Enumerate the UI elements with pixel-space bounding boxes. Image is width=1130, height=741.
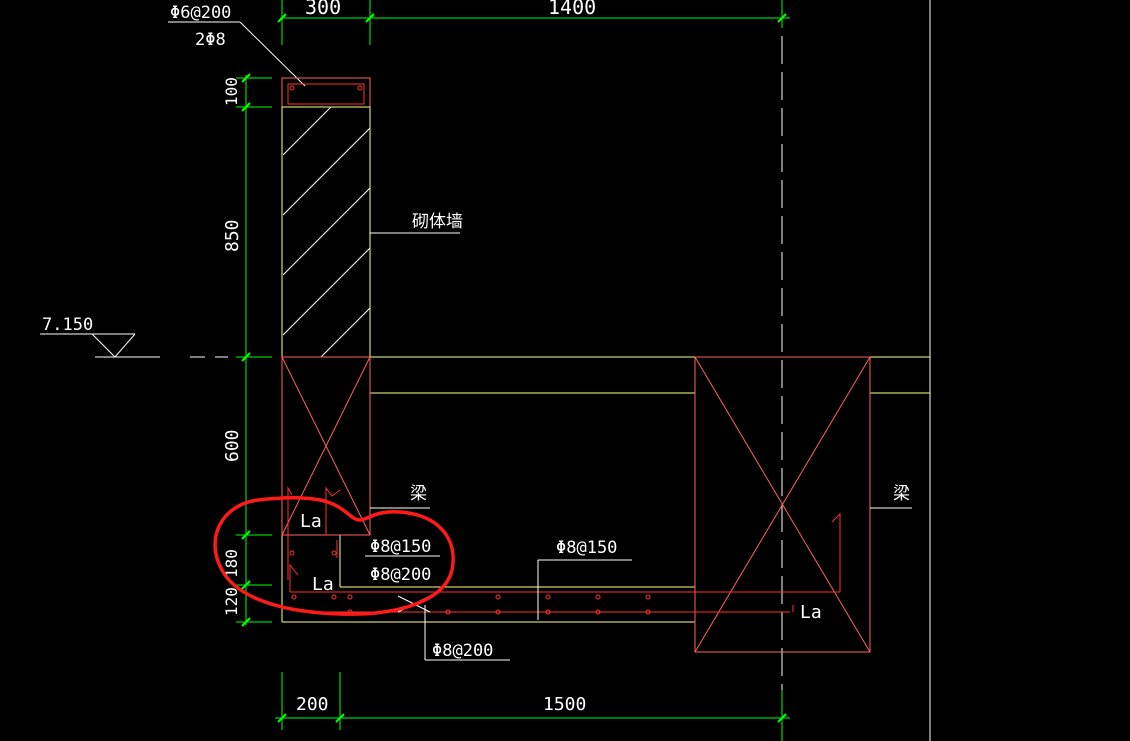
label-beam-left: 梁 (410, 484, 427, 504)
leader-top-diag (239, 21, 306, 87)
dim-100: 100 (222, 77, 241, 106)
cap-outline (281, 77, 371, 108)
label-la-3: La (800, 602, 822, 623)
rebar-dot (289, 85, 295, 91)
wall-hatch (283, 107, 370, 357)
label-masonry-wall: 砌体墙 (412, 212, 463, 232)
label-rebar-a: Φ8@150 (370, 537, 431, 557)
label-rebar-b: Φ8@200 (370, 565, 431, 585)
dim-120: 120 (222, 587, 241, 616)
label-rebar-top: Φ6@200 (170, 3, 231, 23)
label-rebar-c: Φ8@150 (556, 538, 617, 558)
beam-right-x (694, 356, 871, 653)
dim-850: 850 (222, 219, 243, 252)
dim-180: 180 (222, 549, 241, 578)
label-rebar-d: Φ8@200 (432, 641, 493, 661)
dim-1500: 1500 (543, 694, 586, 715)
label-la-2: La (312, 574, 334, 595)
cap-rebar (287, 83, 365, 105)
label-rebar-top2: 2Φ8 (195, 30, 226, 50)
dim-600: 600 (222, 429, 243, 462)
dimension-lines (236, 0, 790, 741)
label-la-1: La (300, 511, 322, 532)
highlight-circle (213, 495, 455, 616)
rebar-dots (289, 550, 651, 615)
dim-200: 200 (296, 694, 329, 715)
dim-1400: 1400 (548, 0, 596, 19)
label-elevation: 7.150 (42, 315, 93, 335)
rebar-dot (357, 85, 363, 91)
beam-right-box (694, 356, 871, 653)
elevation-triangle (91, 333, 136, 358)
dim-300: 300 (305, 0, 341, 19)
beam-left-x (281, 356, 371, 536)
label-beam-right: 梁 (893, 484, 910, 504)
dimension-ticks (241, 13, 787, 723)
